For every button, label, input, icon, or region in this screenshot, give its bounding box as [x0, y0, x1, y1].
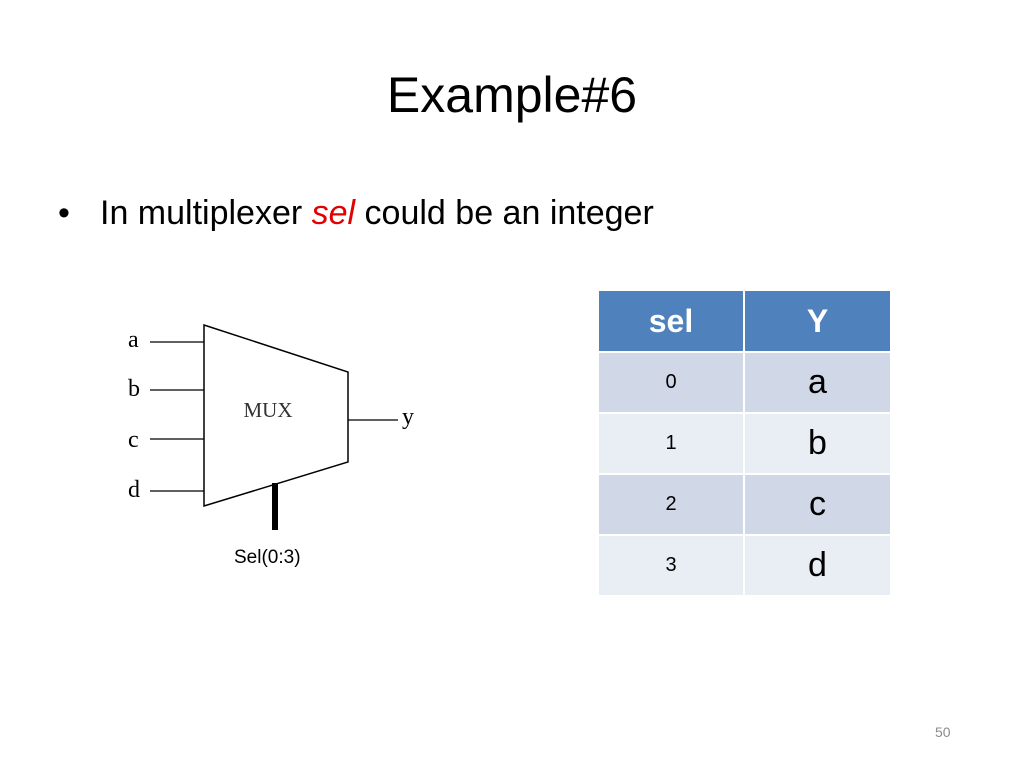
cell-sel: 3 [597, 534, 745, 597]
slide-number: 50 [935, 724, 951, 740]
cell-sel: 1 [597, 412, 745, 475]
table-row: 3 d [597, 534, 892, 597]
bullet-item: • In multiplexer sel could be an integer [58, 190, 654, 236]
cell-y: b [743, 412, 892, 475]
mux-block-label: MUX [243, 398, 292, 422]
bullet-text-before: In multiplexer [100, 194, 312, 232]
header-y: Y [743, 289, 892, 353]
input-label-d: d [128, 477, 140, 503]
output-label: y [402, 404, 414, 430]
cell-y: a [743, 351, 892, 414]
select-caption: Sel(0:3) [234, 547, 301, 568]
cell-sel: 2 [597, 473, 745, 536]
bullet-dot: • [58, 194, 70, 232]
input-label-a: a [128, 327, 139, 353]
truth-table: sel Y 0 a 1 b 2 c 3 d [597, 289, 892, 597]
bullet-text-after: could be an integer [355, 194, 654, 232]
table-row: 2 c [597, 473, 892, 536]
table-row: 0 a [597, 351, 892, 414]
table-header-row: sel Y [597, 289, 892, 353]
cell-sel: 0 [597, 351, 745, 414]
cell-y: d [743, 534, 892, 597]
table-row: 1 b [597, 412, 892, 475]
cell-y: c [743, 473, 892, 536]
mux-block [203, 323, 349, 508]
bullet-highlight-sel: sel [311, 194, 356, 232]
slide-title: Example#6 [386, 67, 638, 123]
header-sel: sel [597, 289, 745, 353]
input-label-b: b [128, 376, 140, 402]
input-label-c: c [128, 427, 139, 453]
mux-diagram: a b c d MUX y [128, 323, 414, 530]
